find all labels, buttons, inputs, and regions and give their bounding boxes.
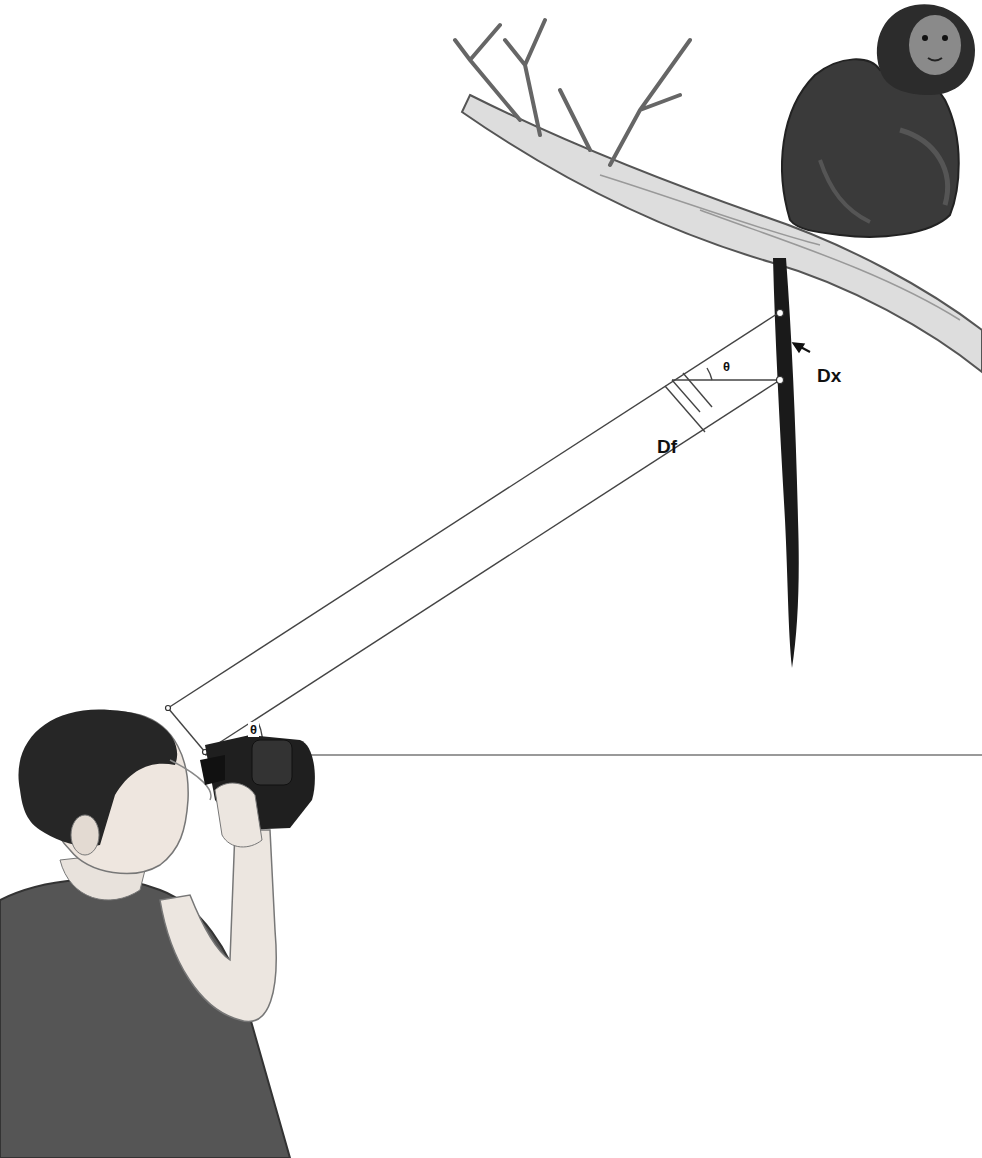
dimension-label: Df xyxy=(655,436,679,457)
angle-label: θ xyxy=(721,359,732,374)
angle-label: θ xyxy=(248,722,259,737)
monkey-tail xyxy=(773,258,799,668)
dimension-label: Dx xyxy=(815,365,843,386)
measurement-lines xyxy=(168,312,982,755)
monkey xyxy=(782,4,975,237)
measurement-dots xyxy=(166,310,784,755)
photographer xyxy=(0,710,315,1158)
